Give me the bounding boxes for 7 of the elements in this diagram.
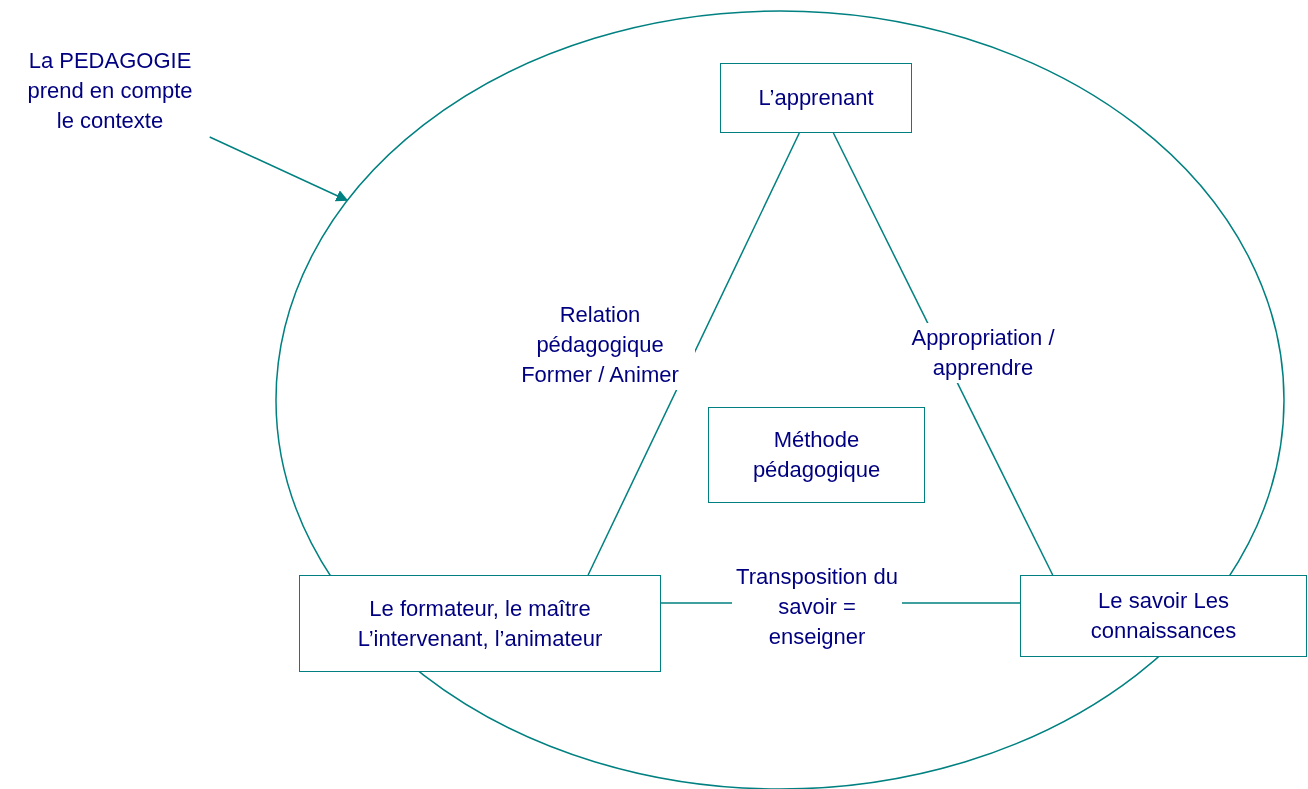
- callout-text: La PEDAGOGIE prend en compte le contexte: [5, 45, 215, 137]
- leader-arrow: [208, 136, 349, 202]
- method-box: Méthode pédagogique: [708, 407, 925, 503]
- connector-line: [587, 132, 801, 576]
- knowledge-box: Le savoir Les connaissances: [1020, 575, 1307, 657]
- context-ellipse: [275, 10, 1285, 789]
- learner-box: L’apprenant: [720, 63, 912, 133]
